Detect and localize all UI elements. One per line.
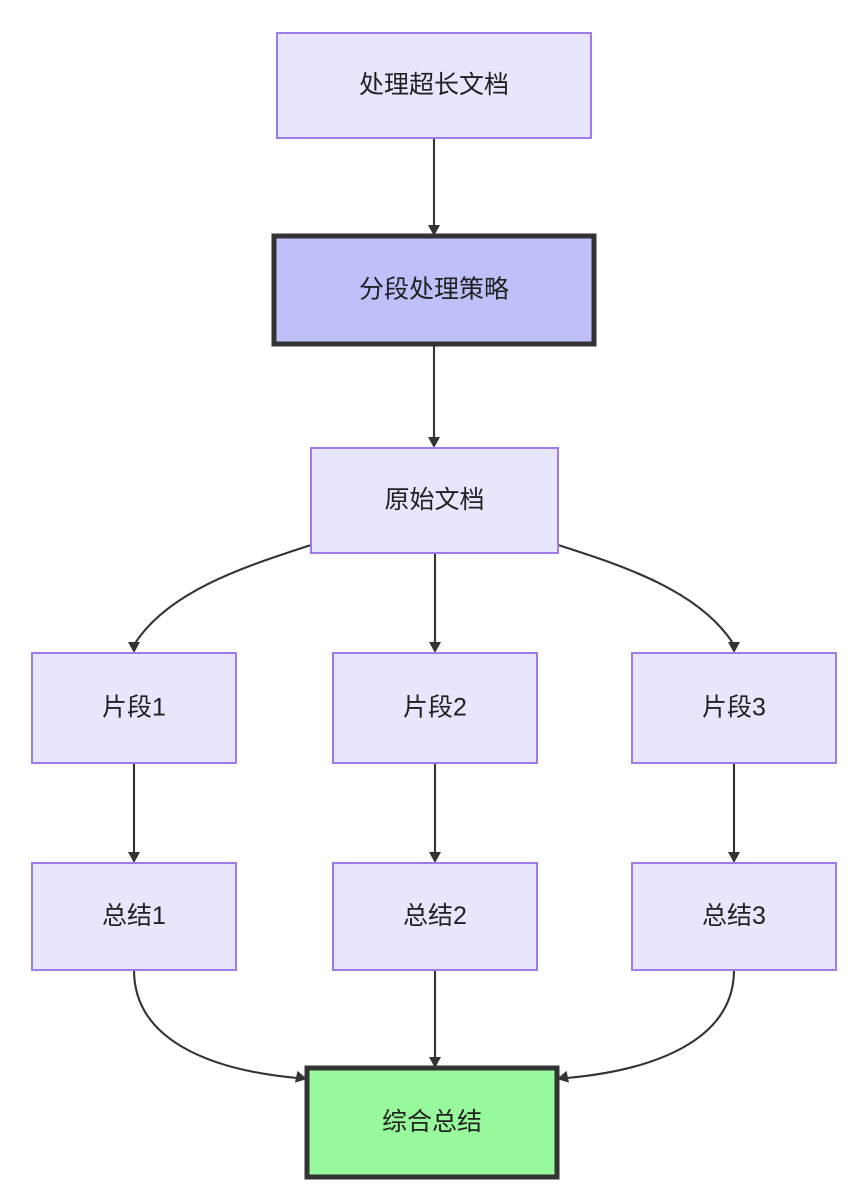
node-label: 总结2	[403, 902, 467, 930]
flow-node-fragment-3[interactable]: 片段3	[631, 652, 837, 764]
node-box[interactable]	[631, 862, 837, 971]
node-label: 分段处理策略	[359, 276, 509, 304]
node-label: 处理超长文档	[359, 71, 509, 99]
flow-edge	[133, 544, 312, 646]
arrowhead-layer	[128, 225, 740, 1083]
edge-layer	[132, 138, 736, 1080]
flow-node-summary-2[interactable]: 总结2	[332, 862, 538, 971]
node-label: 片段2	[403, 694, 467, 722]
flow-edge	[557, 544, 735, 646]
arrow-head-icon	[429, 642, 441, 653]
node-label: 片段1	[102, 694, 166, 722]
flow-node-final-summary[interactable]: 综合总结	[304, 1065, 560, 1180]
node-label: 总结3	[702, 902, 766, 930]
node-label: 原始文档	[384, 486, 484, 514]
arrow-head-icon	[294, 1070, 307, 1083]
node-box[interactable]	[332, 862, 538, 971]
arrow-head-icon	[557, 1070, 570, 1083]
flow-node-chunk-strategy[interactable]: 分段处理策略	[271, 233, 597, 347]
flow-node-summary-3[interactable]: 总结3	[631, 862, 837, 971]
flow-edge	[566, 969, 736, 1080]
arrow-head-icon	[128, 852, 140, 863]
arrow-head-icon	[429, 1057, 441, 1068]
flow-node-fragment-2[interactable]: 片段2	[332, 652, 538, 764]
node-box[interactable]	[31, 862, 237, 971]
arrow-head-icon	[728, 642, 740, 653]
node-box[interactable]	[332, 652, 538, 764]
flow-node-source-doc[interactable]: 原始文档	[310, 447, 559, 554]
node-box[interactable]	[631, 652, 837, 764]
node-box[interactable]	[271, 233, 597, 347]
node-box[interactable]	[310, 447, 559, 554]
node-label: 总结1	[102, 902, 166, 930]
arrow-head-icon	[429, 852, 441, 863]
node-box[interactable]	[31, 652, 237, 764]
arrow-head-icon	[428, 225, 440, 236]
arrow-head-icon	[728, 852, 740, 863]
node-label: 综合总结	[382, 1108, 482, 1136]
node-box[interactable]	[304, 1065, 560, 1180]
flow-node-long-doc[interactable]: 处理超长文档	[276, 32, 592, 139]
arrow-head-icon	[428, 437, 440, 448]
flow-node-fragment-1[interactable]: 片段1	[31, 652, 237, 764]
node-label: 片段3	[702, 694, 766, 722]
flow-edge	[132, 969, 298, 1080]
arrow-head-icon	[128, 642, 140, 653]
node-box[interactable]	[276, 32, 592, 139]
flow-node-summary-1[interactable]: 总结1	[31, 862, 237, 971]
